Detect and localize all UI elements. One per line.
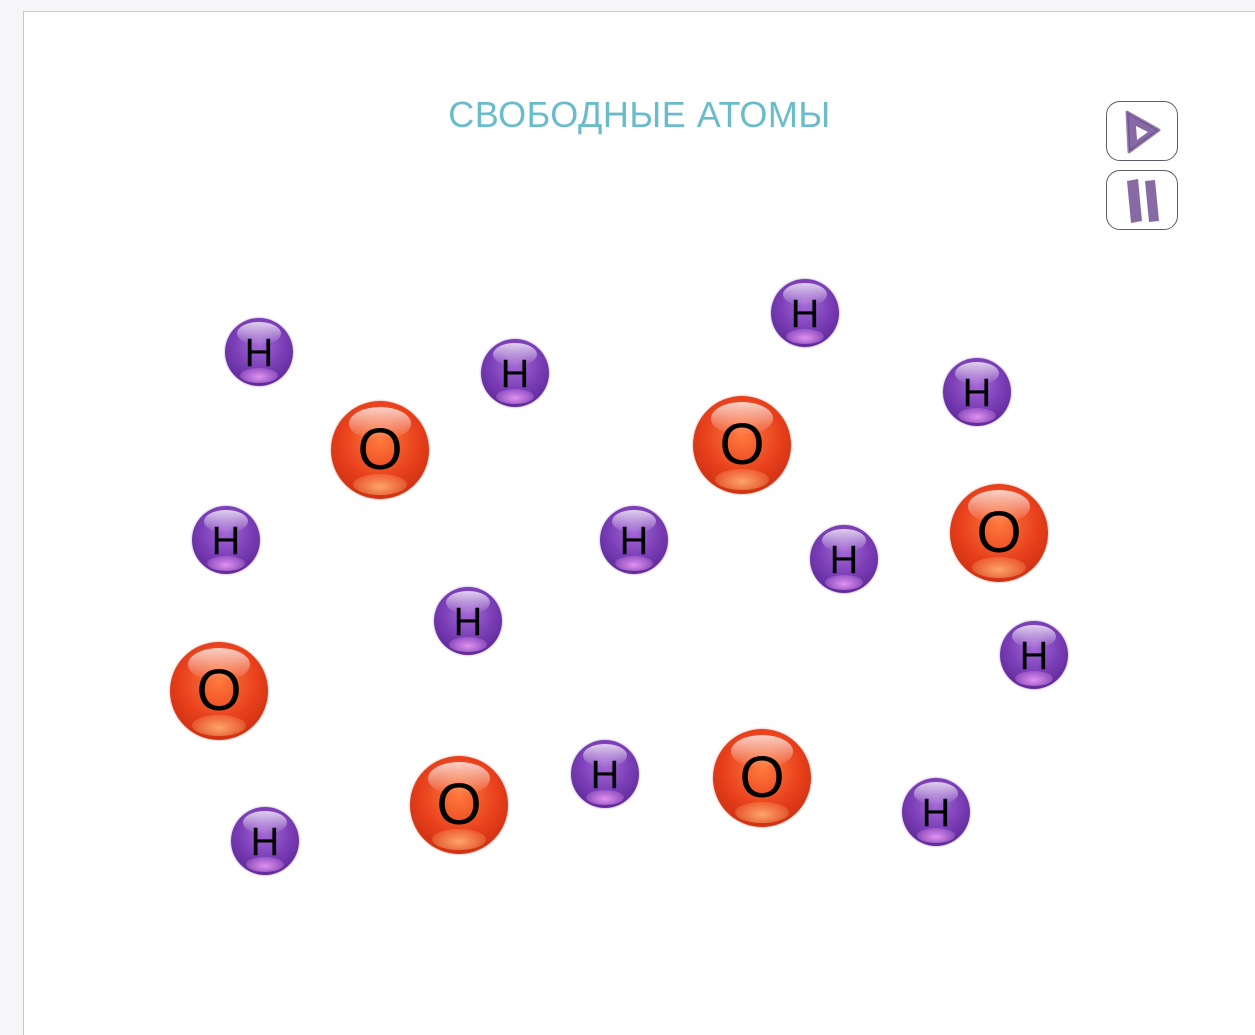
hydrogen-atom[interactable]: H — [434, 587, 502, 655]
atom-symbol: H — [590, 753, 620, 797]
atom-symbol: H — [244, 331, 274, 375]
oxygen-atom[interactable]: O — [950, 484, 1048, 582]
atom-symbol: H — [619, 519, 649, 563]
atom-symbol: H — [1019, 634, 1049, 678]
oxygen-atom[interactable]: O — [170, 642, 268, 740]
oxygen-atom[interactable]: O — [331, 401, 429, 499]
hydrogen-atom[interactable]: H — [902, 778, 970, 846]
page-title: СВОБОДНЫЕ АТОМЫ — [448, 94, 831, 135]
hydrogen-atom[interactable]: H — [225, 318, 293, 386]
hydrogen-atom[interactable]: H — [231, 807, 299, 875]
pause-button[interactable] — [1106, 170, 1178, 230]
atom-symbol: H — [500, 352, 530, 396]
atom-symbol: O — [436, 772, 482, 837]
hydrogen-atom[interactable]: H — [771, 279, 839, 347]
atom-symbol: O — [357, 417, 403, 482]
hydrogen-atom[interactable]: H — [943, 358, 1011, 426]
play-button[interactable] — [1106, 101, 1178, 161]
oxygen-atom[interactable]: O — [713, 729, 811, 827]
oxygen-atom[interactable]: O — [693, 396, 791, 494]
animation-canvas: СВОБОДНЫЕ АТОМЫ H — [23, 11, 1255, 1035]
atom-symbol: H — [790, 292, 820, 336]
atom-symbol: H — [453, 600, 483, 644]
atom-symbol: H — [250, 820, 280, 864]
atom-symbol: O — [739, 745, 785, 810]
atom-symbol: H — [921, 791, 951, 835]
hydrogen-atom[interactable]: H — [481, 339, 549, 407]
atom-symbol: O — [976, 500, 1022, 565]
atom-symbol: O — [719, 412, 765, 477]
oxygen-atom[interactable]: O — [410, 756, 508, 854]
atom-symbol: H — [962, 371, 992, 415]
atom-symbol: H — [829, 538, 859, 582]
atom-symbol: H — [211, 519, 241, 563]
hydrogen-atom[interactable]: H — [1000, 621, 1068, 689]
hydrogen-atom[interactable]: H — [571, 740, 639, 808]
atom-symbol: O — [196, 658, 242, 723]
hydrogen-atom[interactable]: H — [810, 525, 878, 593]
hydrogen-atom[interactable]: H — [600, 506, 668, 574]
hydrogen-atom[interactable]: H — [192, 506, 260, 574]
